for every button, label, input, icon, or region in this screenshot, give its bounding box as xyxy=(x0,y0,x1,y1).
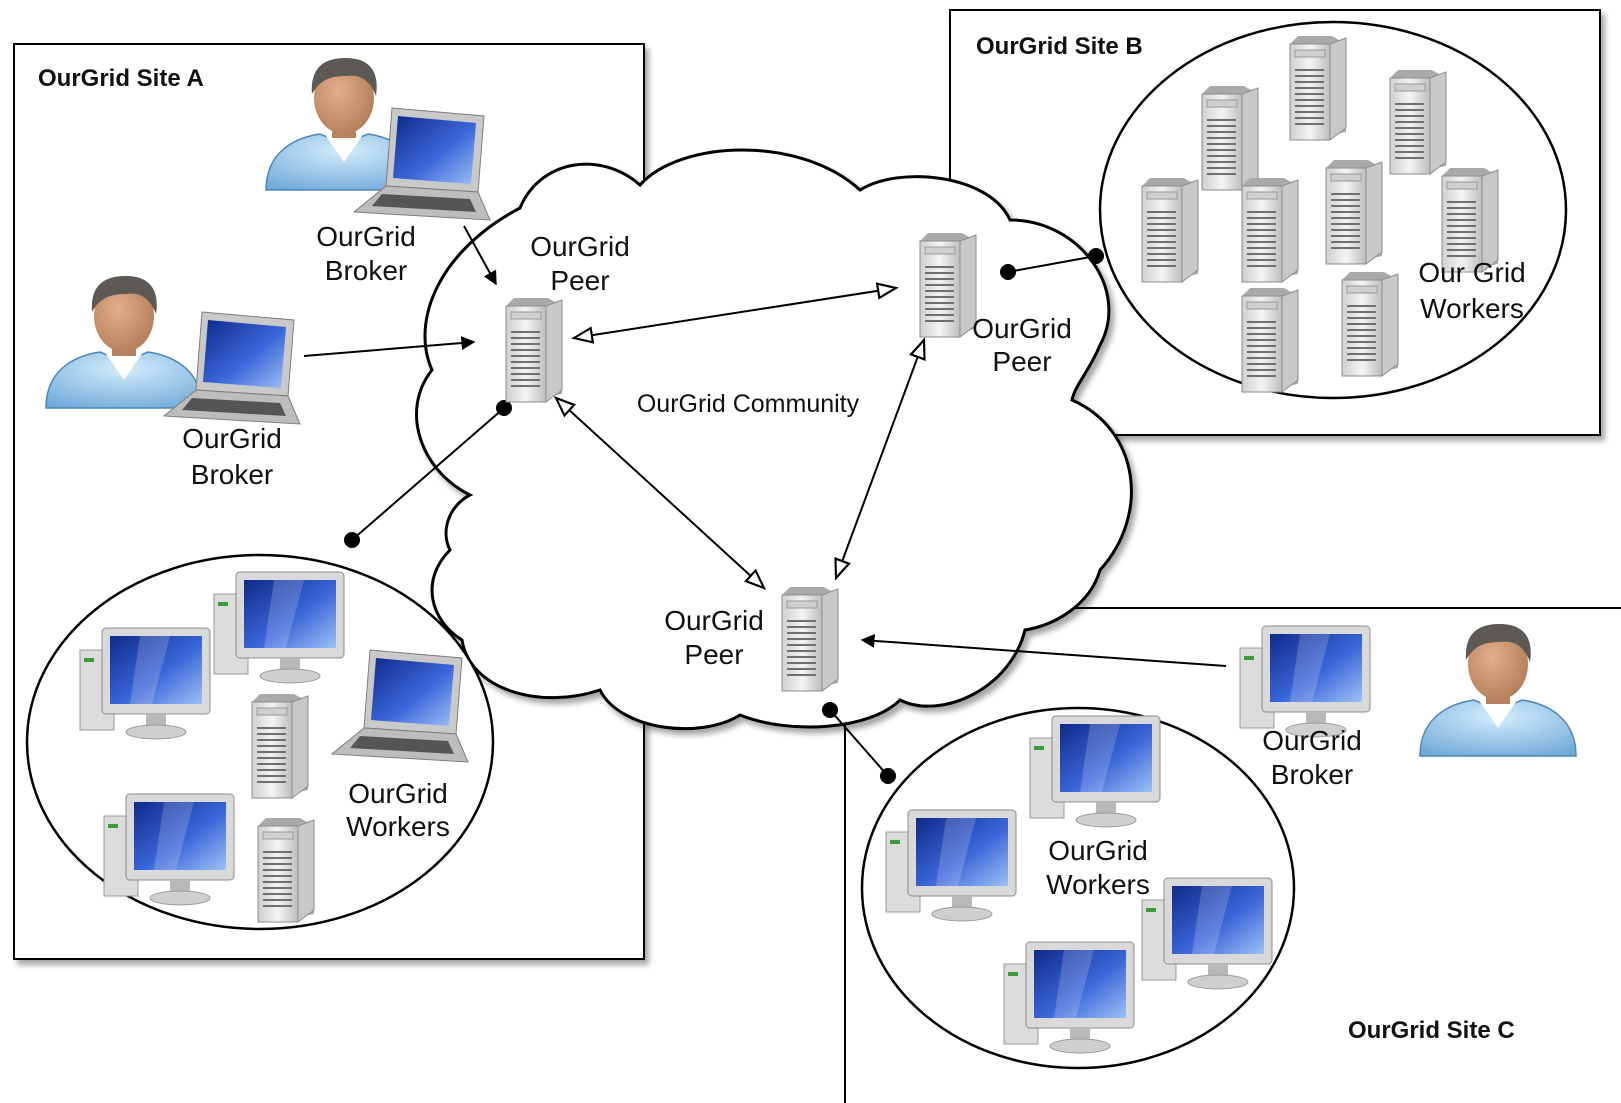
server-icon xyxy=(1141,177,1199,283)
peer-b-to-workers-b xyxy=(1007,255,1097,273)
workers-b-label-line1: Our Grid xyxy=(1418,257,1525,288)
server-icon xyxy=(257,817,315,923)
peer-b-label-line1: OurGrid xyxy=(972,313,1072,344)
peer-c-label-line1: OurGrid xyxy=(664,605,764,636)
peer-c-to-workers-c xyxy=(829,709,889,777)
broker-a1-label-line2: Broker xyxy=(325,255,407,286)
broker-a2-label-line2: Broker xyxy=(191,459,273,490)
server-icon xyxy=(1241,177,1299,283)
workers-c-label-line2: Workers xyxy=(1046,869,1150,900)
workers-a-label-line1: OurGrid xyxy=(348,778,448,809)
server-icon xyxy=(1289,35,1347,141)
workers-b-label-line2: Workers xyxy=(1420,293,1524,324)
community-label: OurGrid Community xyxy=(637,390,860,418)
peer-a-to-workers-a xyxy=(351,407,505,541)
server-icon xyxy=(1201,85,1259,191)
peer-b-to-peer-c xyxy=(834,337,926,581)
peer-a-server-icon xyxy=(505,297,563,403)
peer-a-label-line2: Peer xyxy=(550,265,609,296)
server-icon xyxy=(1325,159,1383,265)
broker-c-to-peer-c xyxy=(860,633,1227,667)
peer-b-label-line2: Peer xyxy=(992,346,1051,377)
peer-a-to-peer-c xyxy=(553,396,767,590)
broker-a1-to-peer-a xyxy=(463,225,497,286)
broker-c-label-line2: Broker xyxy=(1271,759,1353,790)
connections xyxy=(303,225,1227,777)
peer-c-label-line2: Peer xyxy=(684,639,743,670)
site-c-workers-ellipse xyxy=(860,706,1296,1070)
site-a-title: OurGrid Site A xyxy=(38,65,204,92)
server-icon xyxy=(1241,287,1299,393)
peer-c-server-icon xyxy=(781,586,839,692)
peer-b-server-icon xyxy=(919,232,977,338)
workers-a-label-line2: Workers xyxy=(346,811,450,842)
broker-a2-to-peer-a xyxy=(303,336,476,357)
peer-a-to-peer-b xyxy=(571,282,899,344)
server-icon xyxy=(1341,271,1399,377)
workers-c-label-line1: OurGrid xyxy=(1048,835,1148,866)
server-icon xyxy=(251,693,309,799)
site-c-title: OurGrid Site C xyxy=(1348,1017,1515,1044)
connection-dots xyxy=(344,248,1104,784)
broker-c-label-line1: OurGrid xyxy=(1262,725,1362,756)
broker-a1-label-line1: OurGrid xyxy=(316,221,416,252)
site-b-title: OurGrid Site B xyxy=(976,33,1143,60)
broker-a2-label-line1: OurGrid xyxy=(182,423,282,454)
server-icon xyxy=(1389,69,1447,175)
peer-a-label-line1: OurGrid xyxy=(530,231,630,262)
